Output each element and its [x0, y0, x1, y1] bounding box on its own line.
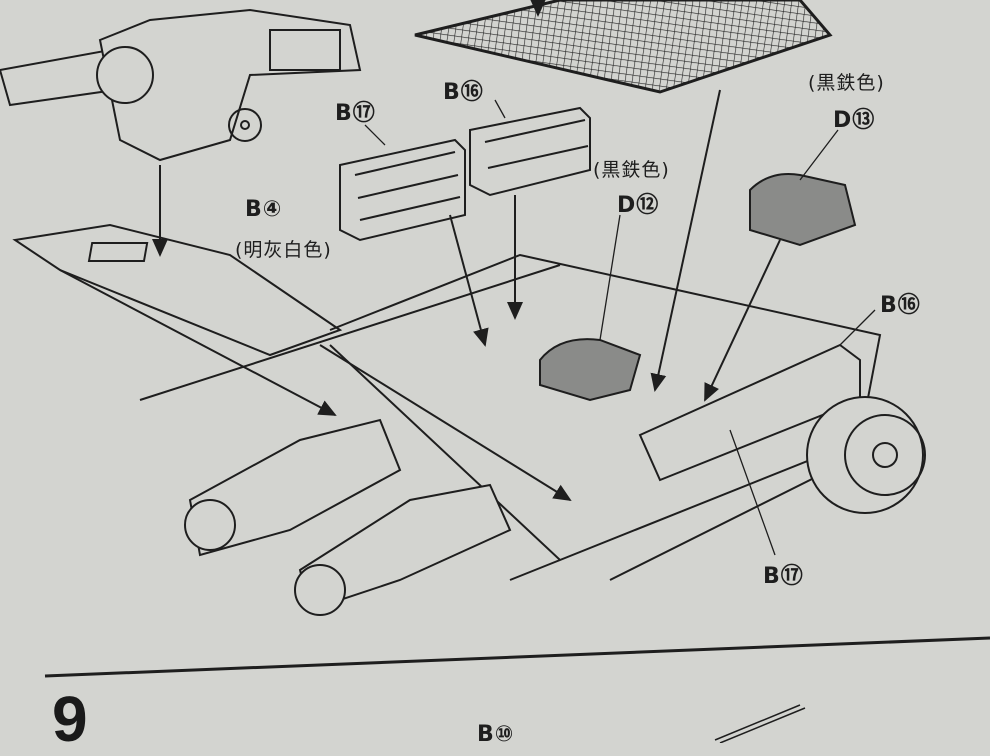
b17-rack-part	[339, 138, 466, 242]
step-number: 9	[52, 683, 88, 755]
sprocket-wheel-part	[806, 396, 926, 514]
label-b10: B⑩	[477, 722, 515, 747]
b16-rack-part	[469, 106, 591, 197]
leader-lines	[364, 99, 876, 556]
step-divider	[44, 636, 990, 678]
label-b4: B④	[245, 197, 283, 222]
assembly-arrows	[59, 0, 781, 502]
gun-mount-part	[0, 8, 362, 162]
d13-box-part	[749, 173, 857, 247]
label-color-black-iron-1: (黒鉄色)	[808, 72, 885, 94]
label-b16-hull: B⑯	[880, 293, 921, 318]
label-b17-rack: B⑰	[335, 101, 376, 126]
label-color-light-gray-white: (明灰白色)	[235, 239, 332, 261]
label-b17-hull: B⑰	[763, 564, 804, 589]
label-color-black-iron-2: (黒鉄色)	[593, 159, 670, 181]
label-d13: D⑬	[833, 108, 876, 133]
label-d12: D⑫	[617, 193, 660, 218]
d12-box-part	[539, 338, 642, 402]
label-b16-rack: B⑯	[443, 80, 484, 105]
engine-part	[184, 418, 512, 616]
b4-opening	[87, 242, 149, 262]
hull-part	[139, 253, 882, 581]
